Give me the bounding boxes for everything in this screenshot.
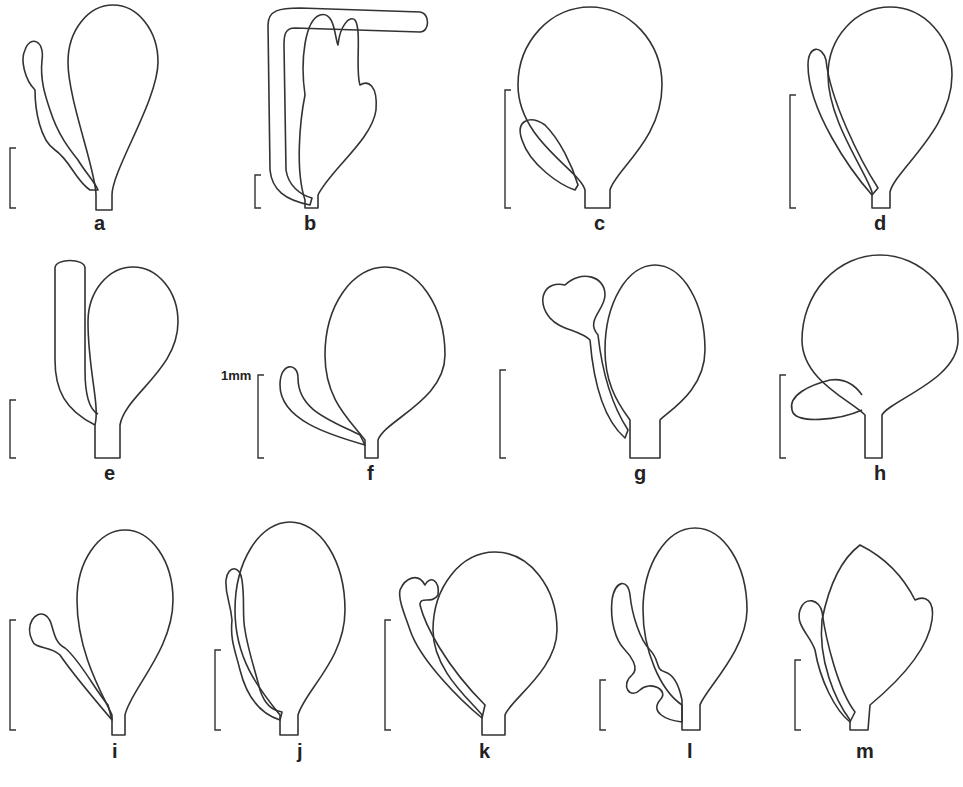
panel-letter: c	[594, 212, 605, 235]
scale-label: 1mm	[221, 368, 251, 383]
panel-letter: f	[367, 462, 374, 485]
panel-letter: d	[874, 212, 886, 235]
panel-letter: k	[479, 740, 490, 763]
panel-letter: i	[112, 740, 118, 763]
panel-letter: h	[874, 462, 886, 485]
panel-letter: a	[94, 212, 105, 235]
panel-letter: j	[297, 740, 303, 763]
panel-letter: b	[304, 212, 316, 235]
panel-letter: e	[104, 462, 115, 485]
panel-letter: m	[856, 740, 874, 763]
scale-bars	[10, 90, 801, 730]
panel-letter: l	[687, 740, 693, 763]
petal-drawings	[23, 5, 958, 735]
panel-letter: g	[634, 462, 646, 485]
